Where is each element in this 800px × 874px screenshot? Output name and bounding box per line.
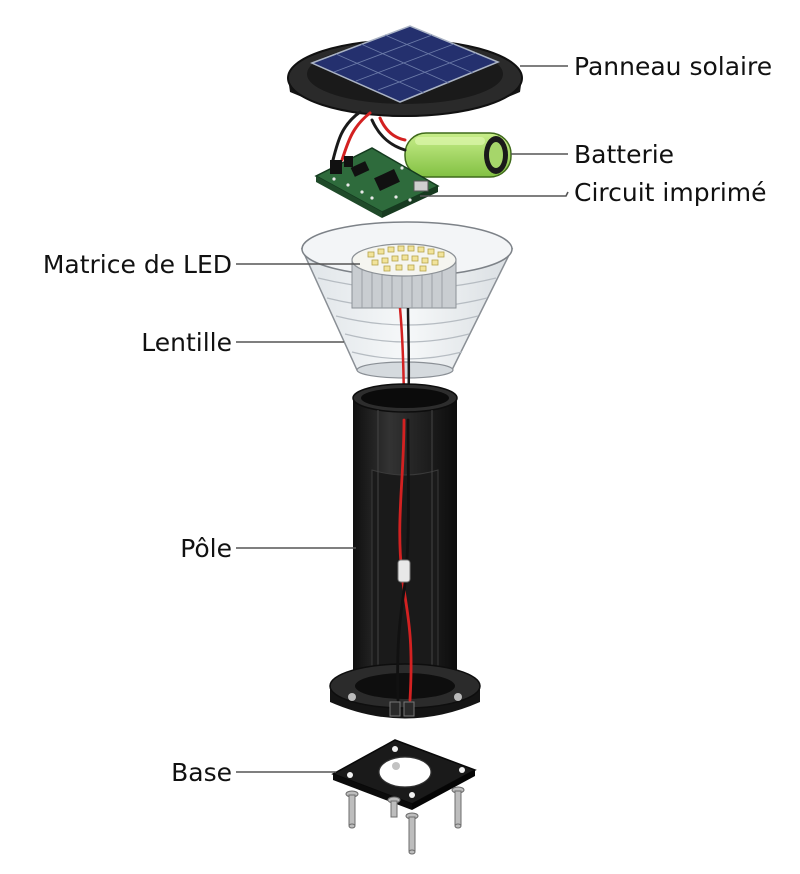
- labels: Panneau solaire Batterie Circuit imprimé…: [43, 52, 772, 787]
- battery: [404, 132, 512, 178]
- circuit-board: [314, 147, 440, 218]
- screw: [405, 812, 419, 855]
- label-pcb: Circuit imprimé: [574, 178, 767, 207]
- label-solar-panel: Panneau solaire: [574, 52, 772, 81]
- label-battery: Batterie: [574, 140, 674, 169]
- solar-panel: [287, 25, 523, 117]
- label-pole: Pôle: [180, 534, 232, 563]
- leader-pcb: [420, 191, 569, 197]
- label-lens: Lentille: [141, 328, 232, 357]
- screw: [345, 790, 359, 829]
- leader-lines: [236, 65, 569, 773]
- led-array: [351, 243, 457, 309]
- label-base: Base: [171, 758, 232, 787]
- screws: [345, 786, 465, 855]
- pole-wires: [389, 418, 415, 717]
- label-led-array: Matrice de LED: [43, 250, 232, 279]
- screw: [451, 786, 465, 829]
- screw: [387, 796, 401, 818]
- panel-wires: [331, 110, 407, 162]
